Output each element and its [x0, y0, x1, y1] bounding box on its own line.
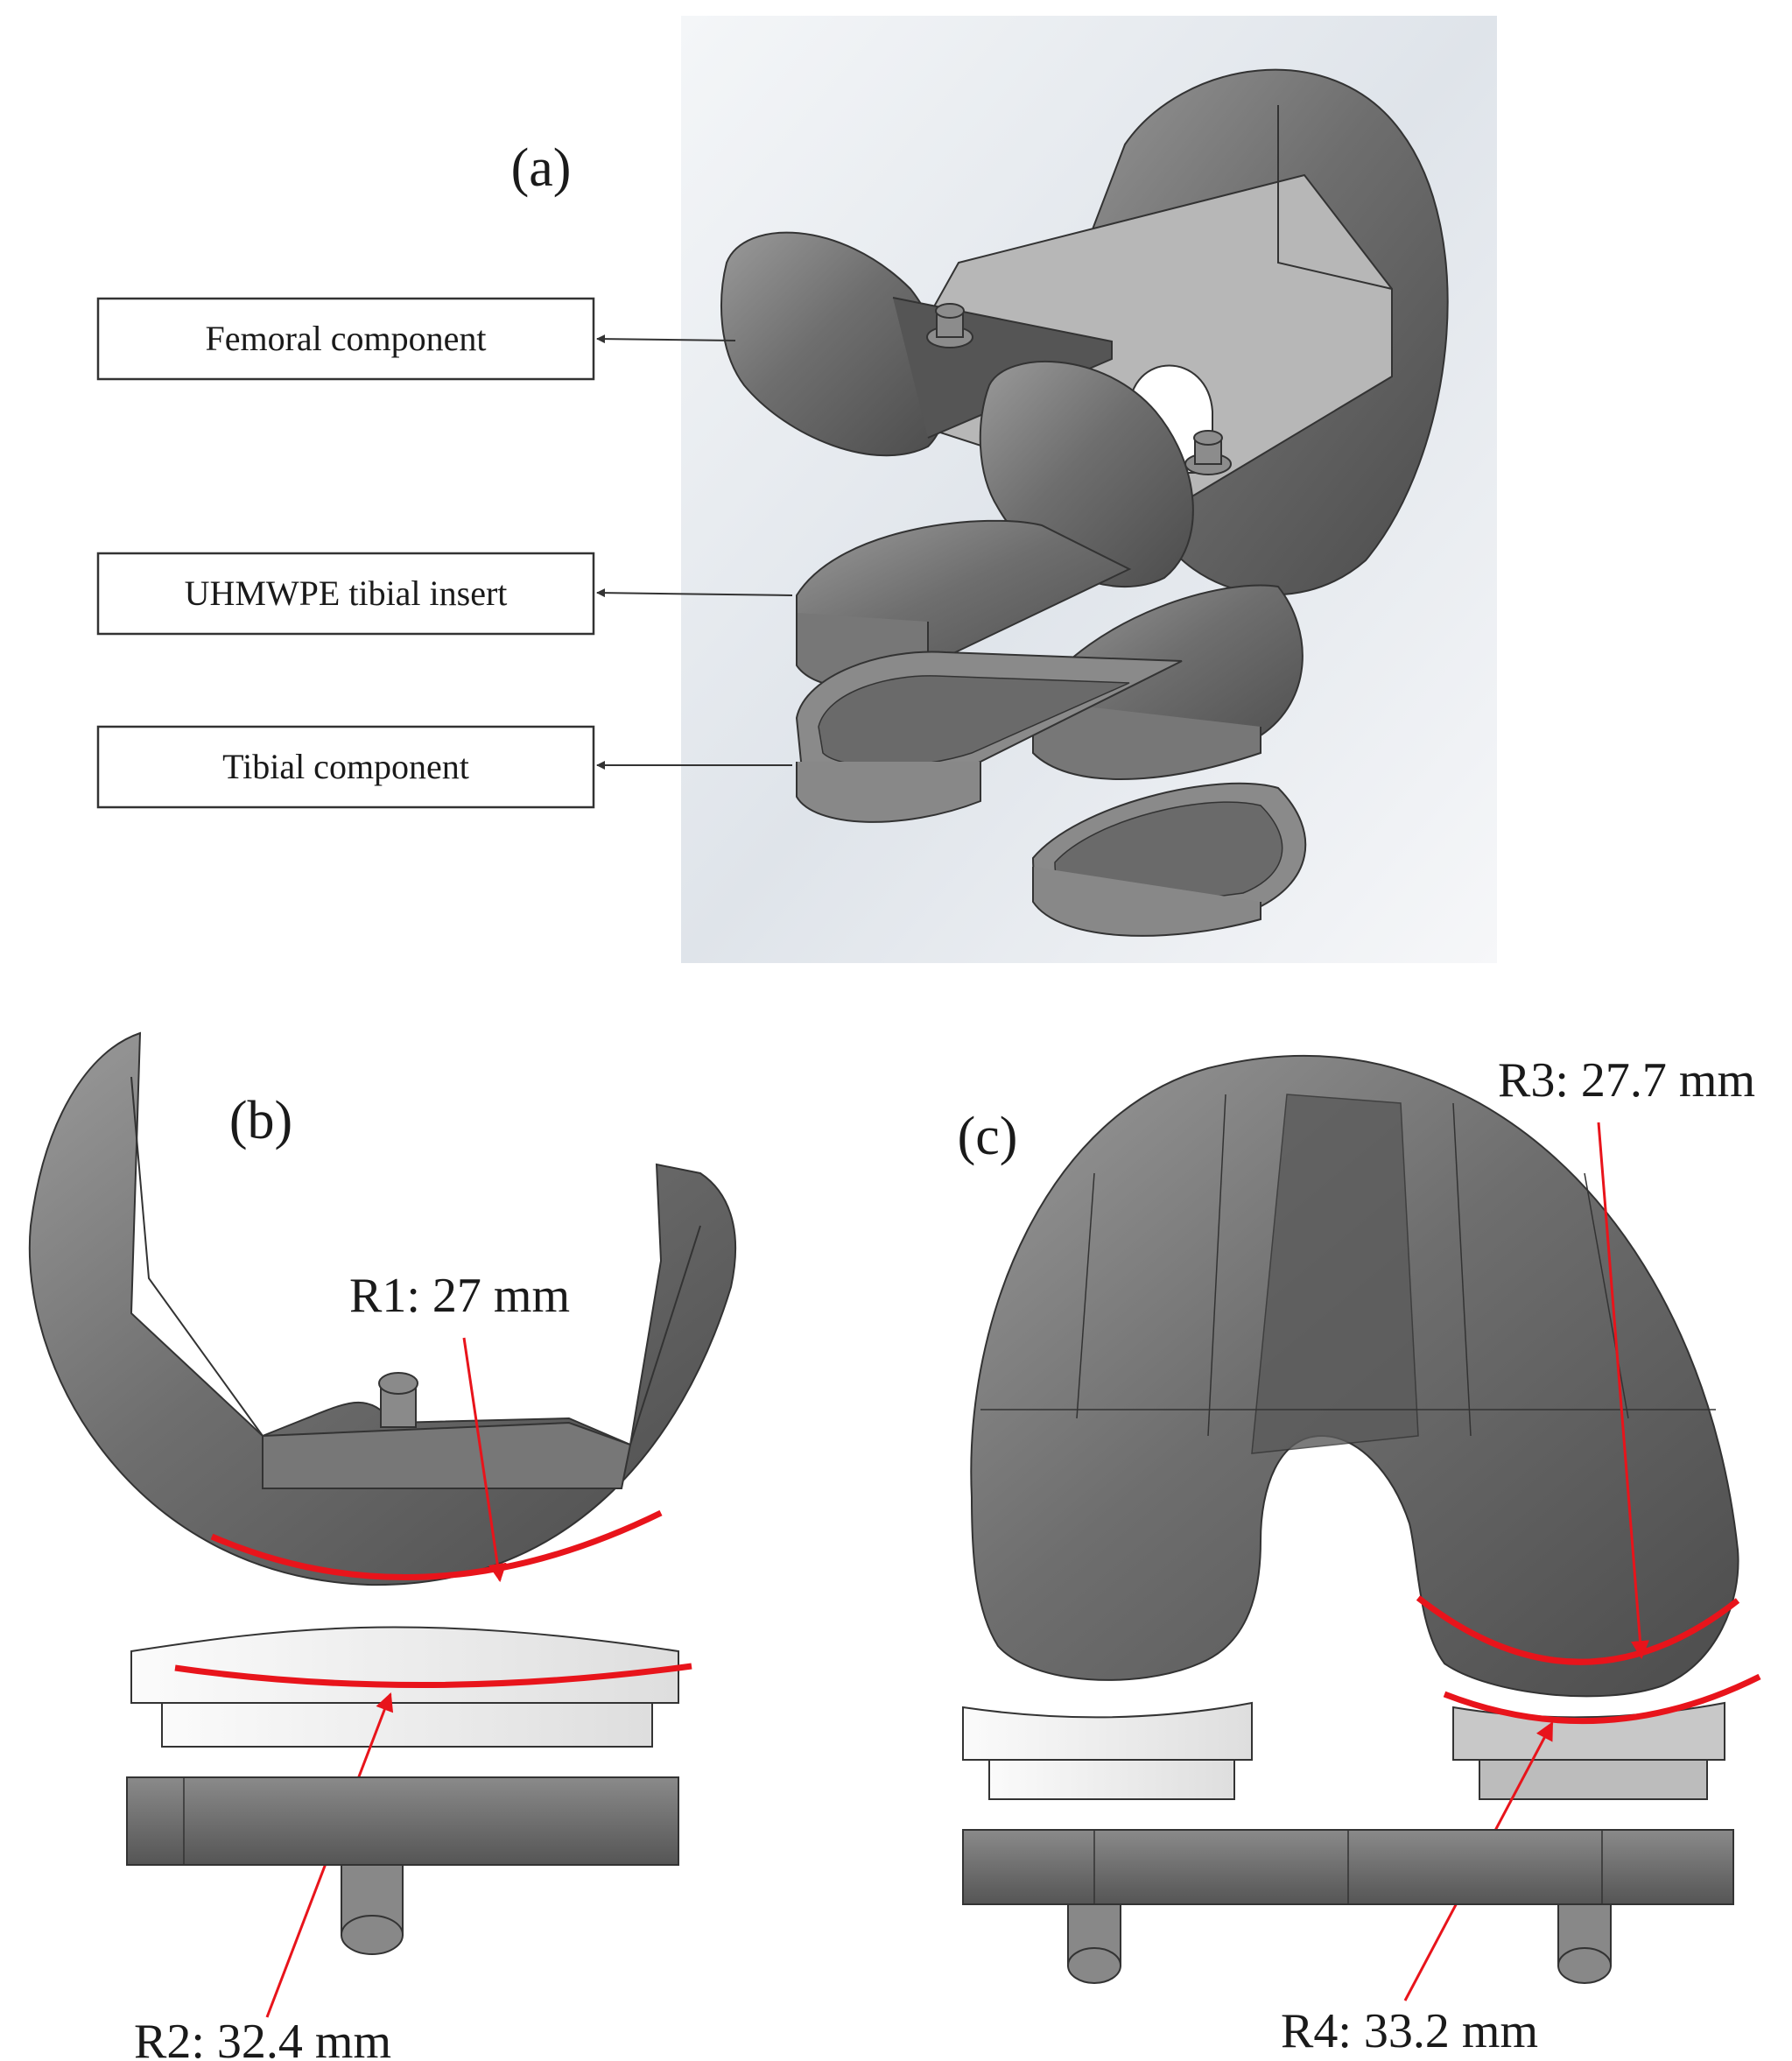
r2-radius-marker [174, 1663, 692, 1689]
r3-arrow [1597, 1122, 1649, 1660]
r3-label: R3: 27.7 mm [1498, 1053, 1755, 1108]
panel-b: (b) R1: 27 mm R2: 32.4 mm [28, 1031, 737, 2061]
femoral-component-iso [720, 68, 1449, 596]
r1-radius-marker [210, 1509, 663, 1580]
r1-arrow [462, 1337, 507, 1583]
callout-insert: UHMWPE tibial insert [96, 552, 793, 636]
callout-tibial-label: Tibial component [222, 747, 469, 786]
panel-c: (c) R3: 27.7 mm R4: 33.2 mm [958, 1053, 1761, 2058]
panel-a-tag: (a) [511, 138, 572, 198]
femoral-component-front [970, 1054, 1739, 1698]
panel-a: (a) [96, 16, 1497, 963]
r2-label: R2: 32.4 mm [134, 2015, 391, 2061]
tibial-insert-iso [796, 519, 1304, 780]
callout-femoral: Femoral component [96, 297, 736, 381]
panel-b-tag: (b) [229, 1091, 292, 1150]
callout-tibial: Tibial component [96, 725, 792, 809]
r1-label: R1: 27 mm [349, 1269, 570, 1323]
tibial-component-side [126, 1776, 679, 1955]
tibial-component-front [962, 1829, 1734, 1984]
r4-label: R4: 33.2 mm [1281, 2004, 1538, 2058]
callout-insert-label: UHMWPE tibial insert [185, 573, 508, 613]
panel-c-tag: (c) [958, 1107, 1018, 1166]
femoral-component-side [28, 1031, 737, 1586]
callout-femoral-label: Femoral component [205, 319, 486, 358]
r4-radius-marker [1443, 1673, 1761, 1725]
r3-radius-marker [1416, 1595, 1740, 1665]
tibial-component-iso [795, 651, 1307, 937]
